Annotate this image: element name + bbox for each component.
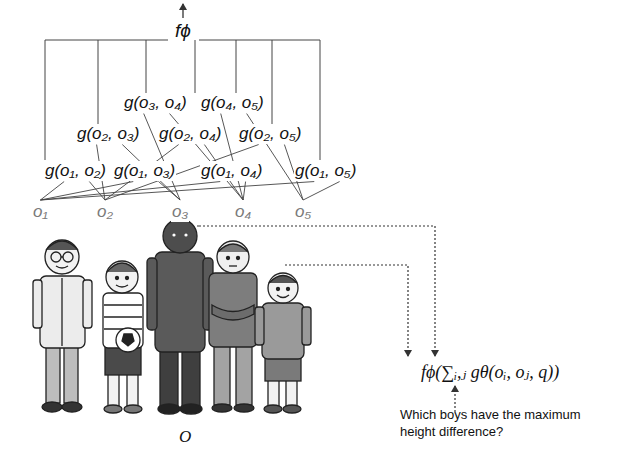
object-label: o₃ [171, 202, 189, 222]
formula: fϕ(∑ᵢ,ⱼ gθ(oᵢ, oⱼ, q)) [421, 362, 559, 383]
aggregate-function: fϕ [175, 20, 191, 42]
aggregation-bracket [45, 40, 320, 160]
pair-function: g(o₂, o₃) [76, 124, 140, 144]
output-arrow [182, 4, 183, 18]
pair-function: g(o₁, o₃) [113, 161, 176, 181]
set-label: O [179, 427, 191, 447]
pair-function: g(o₄, o₅) [200, 93, 265, 113]
object-label: o₄ [234, 202, 252, 222]
pair-wire [243, 182, 245, 200]
boy-figure [209, 241, 257, 412]
pair-wire [40, 182, 314, 200]
boy-figure [147, 219, 213, 414]
pair-function: g(o₁, o₄) [200, 161, 263, 181]
object-label: o₂ [96, 202, 114, 222]
pair-function: g(o₂, o₅) [238, 124, 302, 144]
dotted-arrow [195, 226, 455, 412]
object-label: o₁ [32, 202, 49, 222]
question-text: Which boys have the maximum height diffe… [400, 407, 612, 441]
boy-figure [33, 240, 92, 412]
pair-wire [40, 182, 220, 200]
pair-function: g(o₂, o₄) [158, 124, 222, 144]
boy-figure [255, 273, 311, 413]
boy-figure [103, 261, 143, 413]
pair-function: g(o₃, o₄) [123, 93, 188, 113]
pair-function: g(o₁, o₅) [294, 161, 357, 181]
object-label: o₅ [294, 202, 312, 222]
pair-wire [303, 182, 339, 200]
pair-function: g(o₁, o₂) [44, 161, 107, 181]
pair-wire [89, 182, 105, 200]
